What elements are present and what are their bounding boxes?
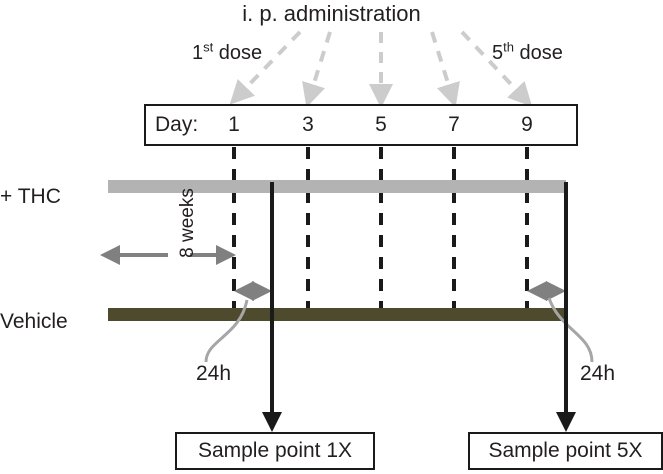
thc-treatment-bar [108, 180, 566, 193]
first-dose-ordinal: st [203, 39, 214, 55]
sample-point-5x-box: Sample point 5X [468, 432, 663, 470]
sample-point-1x-box: Sample point 1X [175, 432, 375, 470]
group-label-thc: + THC [0, 185, 61, 208]
ip-administration-arrows [229, 30, 533, 108]
interval-leader-left [204, 299, 249, 363]
day-tick-3: 3 [302, 113, 314, 136]
day-tick-5: 5 [375, 113, 387, 136]
sample-point-5x-label: Sample point 5X [488, 439, 643, 462]
sample-point-1x-label: Sample point 1X [197, 439, 353, 462]
first-dose-number: 1 [192, 42, 204, 64]
fifth-dose-word: dose [513, 42, 563, 64]
fifth-dose-ordinal: th [503, 39, 514, 55]
fifth-dose-number: 5 [492, 42, 504, 64]
day-axis-label: Day: [155, 113, 199, 136]
day-tick-1: 1 [228, 113, 240, 136]
first-dose-word: dose [213, 42, 263, 64]
interval-leader-right [547, 297, 594, 363]
pretreatment-duration-label: 8 weeks [177, 188, 198, 258]
day-scale-box [144, 104, 578, 146]
day-tick-7: 7 [448, 113, 460, 136]
day-droplines [232, 147, 529, 321]
group-label-vehicle: Vehicle [0, 310, 68, 333]
interval-label-right: 24h [580, 362, 616, 385]
vehicle-treatment-bar [108, 308, 566, 321]
interval-label-left: 24h [196, 362, 232, 385]
first-dose-label: 1st dose [192, 40, 263, 64]
fifth-dose-label: 5th dose [492, 40, 563, 64]
day-tick-9: 9 [521, 113, 533, 136]
figure-title: i. p. administration [242, 1, 421, 26]
